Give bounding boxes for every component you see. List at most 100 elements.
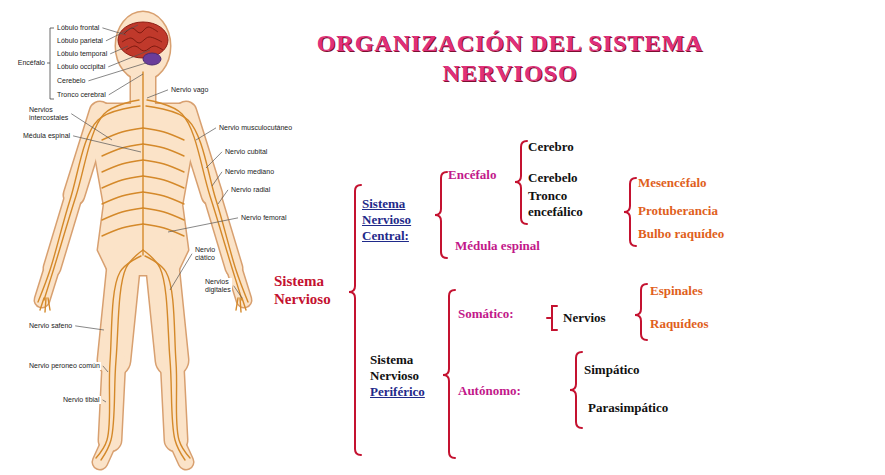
nerve-line [236,298,238,310]
tree-item: Sistema Nervioso Central: [362,196,411,244]
tree-item: Encéfalo [448,167,496,183]
tree-item: Simpático [584,362,640,378]
leader-line [110,46,128,54]
tree-item: Autónomo: [458,383,521,399]
part-label: Nervio peroneo común [28,362,101,370]
nerve-line [145,256,190,458]
nerve-line [102,128,143,140]
nerve-line [143,250,185,460]
body-outline [42,12,244,462]
curly-bracket [515,141,527,224]
nerve-line [40,298,44,310]
part-label: Nervio radial [230,186,271,194]
limb-shape [42,268,52,300]
brain-fold [122,37,162,43]
curly-bracket [624,178,636,246]
part-label: Tronco cerebral [56,91,107,99]
leader-line [234,286,242,298]
nerve-line [102,176,143,188]
tree-item: Médula espinal [455,238,540,254]
limb-shape [52,195,74,268]
part-label: Nervio mediano [224,168,275,176]
part-label: Nervios digitales [204,278,232,293]
nerve-line [102,192,143,204]
leader-line [108,50,150,67]
nerve-line [240,298,241,312]
leader-line [170,254,192,290]
tree-item: Cerebelo [528,170,578,186]
nerve-line [102,224,143,236]
leader-line [206,152,222,168]
tree-item: Nervios [563,310,606,326]
limb-shape [52,195,74,268]
nerve-line [143,192,184,204]
part-label: Lóbulo temporal [56,50,108,58]
leader-line [103,400,106,402]
nerve-line [142,72,143,255]
label-bracket [47,28,54,99]
part-label: Nervio musculocutáneo [218,124,293,132]
brain-fold [124,27,158,34]
limb-shape [42,268,52,300]
leader-line [106,25,138,41]
nerve-line [242,298,246,310]
leader-line [103,366,108,372]
nerve-lines [38,72,248,460]
limb-shape [234,268,244,300]
part-label: Cerebelo [56,77,86,85]
nerve-line [143,144,184,156]
curly-bracket [547,306,557,330]
curly-bracket [349,185,361,455]
nerve-line [143,176,184,188]
tree-item: Bulbo raquídeo [638,226,724,242]
part-label: Nervio cubital [224,148,268,156]
brain-folds [122,27,163,51]
nerve-line [102,160,143,172]
curly-bracket [435,172,447,258]
tree-item: Sistema Nervioso [370,352,419,384]
nerve-line [143,128,184,140]
nerve-line [102,208,143,220]
leader-line [102,28,126,35]
brain-fold [126,46,163,51]
curly-bracket [635,284,647,340]
body-fill [42,12,244,462]
leader-line [218,190,228,204]
tree-item: Parasimpático [588,400,668,416]
tree-root: Sistema Nervioso [274,272,331,308]
part-label: Nervio femoral [240,214,288,222]
tree-item: Somático: [458,306,514,322]
body-figure [38,12,248,462]
tree-item: Raquídeos [650,316,709,332]
part-label: Lóbulo parietal [56,37,104,45]
nerve-line [102,144,143,156]
leader-line [196,128,216,140]
tree-item: Protuberancia [638,203,718,219]
leader-lines [71,25,242,402]
limb-shape [234,268,244,300]
part-label: Nervio safeno [28,322,73,330]
leader-line [147,90,168,98]
leader-line [212,172,222,186]
nerve-line [101,250,143,460]
tree-item: Espinales [650,283,703,299]
part-label: Nervio ciático [194,246,216,261]
leader-line [71,114,112,140]
nerve-line [45,298,46,312]
leader-line [109,74,143,95]
tree-item: Tronco encefálico [528,188,583,220]
part-label: Lóbulo occipital [56,63,106,71]
leader-line [168,218,238,232]
part-label: Nervio vago [170,86,209,94]
part-label: Nervio tibial [62,396,101,404]
tree-item: Mesencéfalo [638,175,707,191]
encefalo-bracket [47,28,54,99]
nerve-line [143,160,184,172]
page-title: ORGANIZACIÓN DEL SISTEMA NERVIOSO [280,28,740,88]
part-label: Lóbulo frontal [56,24,100,32]
tree-item: Periférico [370,384,425,400]
tree-item: Cerebro [528,139,574,155]
nerve-line [143,208,184,220]
part-label: Nervios intercostales [28,106,69,121]
